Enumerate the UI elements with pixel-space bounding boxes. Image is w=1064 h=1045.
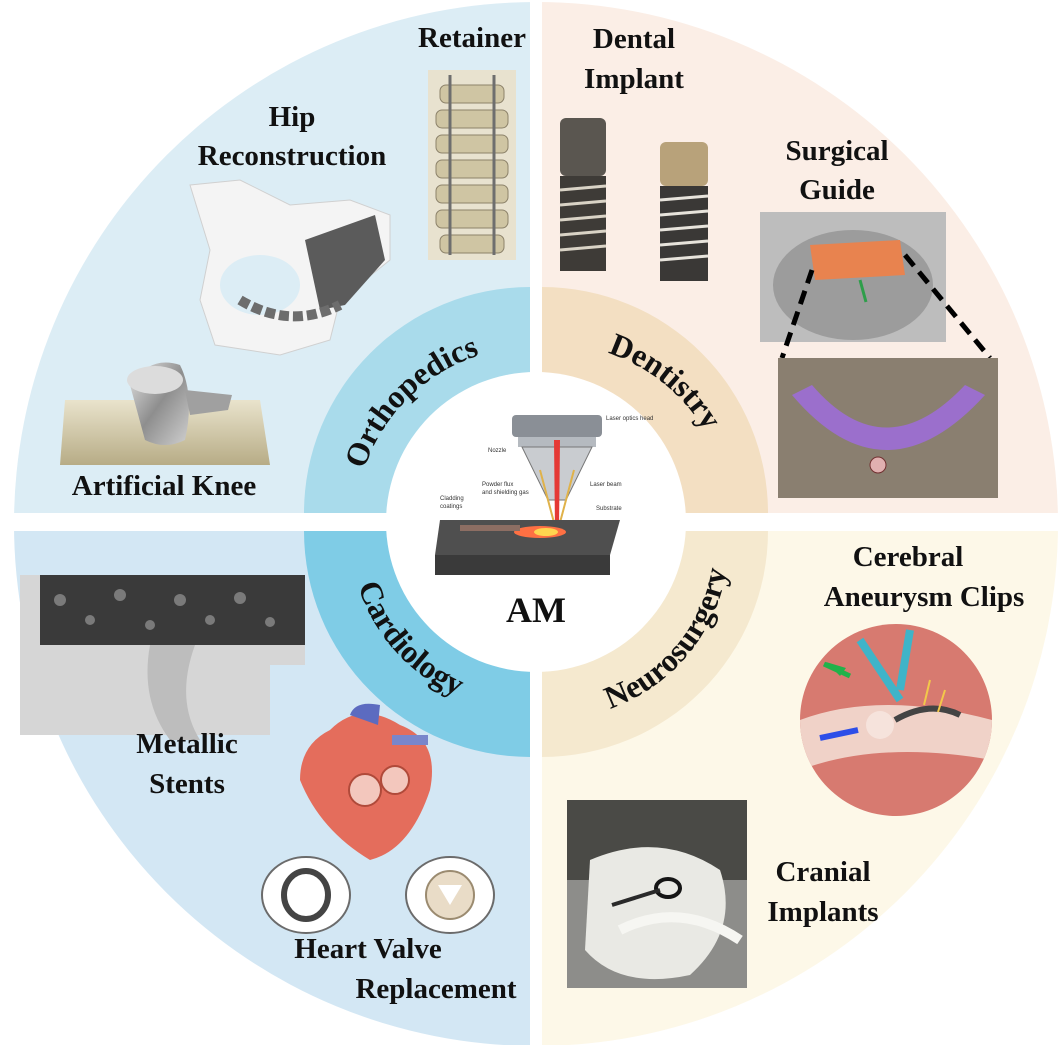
surgical-guide-image bbox=[760, 212, 998, 498]
cranial-implants-label-line1: Cranial bbox=[775, 856, 870, 888]
heart-valve-image bbox=[261, 703, 495, 934]
laser-optics-head bbox=[512, 415, 602, 437]
powder-flux-label: Powder flux bbox=[482, 482, 513, 488]
aneurysm-clips-label-line1: Cerebral bbox=[853, 541, 964, 573]
center-title: AM bbox=[506, 590, 566, 630]
artificial-knee-image bbox=[60, 362, 270, 465]
cranial-implants-label-line2: Implants bbox=[767, 896, 878, 928]
nozzle-label: Nozzle bbox=[488, 448, 507, 454]
cranial-implants-image bbox=[567, 800, 747, 988]
shielding-gas-label: and shielding gas bbox=[482, 490, 529, 496]
coatings-label: coatings bbox=[440, 504, 462, 510]
am-process-schematic: Laser optics head Nozzle Powder flux and… bbox=[435, 415, 653, 575]
dental-implant-label-line2: Implant bbox=[584, 63, 684, 95]
cladding-label: Cladding bbox=[440, 496, 464, 502]
laser-optics-head-label: Laser optics head bbox=[606, 416, 653, 422]
surgical-guide-label-line2: Guide bbox=[799, 174, 875, 206]
metallic-stents-label-line1: Metallic bbox=[136, 728, 238, 760]
artificial-knee-label: Artificial Knee bbox=[72, 470, 257, 502]
hip-reconstruction-image bbox=[189, 179, 391, 356]
retainer-label: Retainer bbox=[418, 22, 526, 54]
substrate-label: Substrate bbox=[596, 506, 622, 512]
surgical-guide-label-line1: Surgical bbox=[785, 135, 888, 167]
retainer-image bbox=[428, 70, 516, 260]
metallic-stents-image bbox=[20, 575, 310, 740]
heart-valve-label-line1: Heart Valve bbox=[294, 933, 442, 965]
dental-implant-image bbox=[559, 118, 709, 281]
hip-label-line2: Reconstruction bbox=[198, 140, 386, 172]
hip-label-line1: Hip bbox=[269, 101, 316, 133]
laser-beam-label: Laser beam bbox=[590, 482, 622, 488]
aneurysm-clips-label-line2: Aneurysm Clips bbox=[824, 581, 1025, 613]
dental-implant-label-line1: Dental bbox=[593, 23, 675, 55]
laser-beam bbox=[554, 440, 560, 530]
metallic-stents-label-line2: Stents bbox=[149, 768, 225, 800]
aneurysm-clips-image bbox=[800, 624, 992, 816]
heart-valve-label-line2: Replacement bbox=[355, 973, 516, 1005]
